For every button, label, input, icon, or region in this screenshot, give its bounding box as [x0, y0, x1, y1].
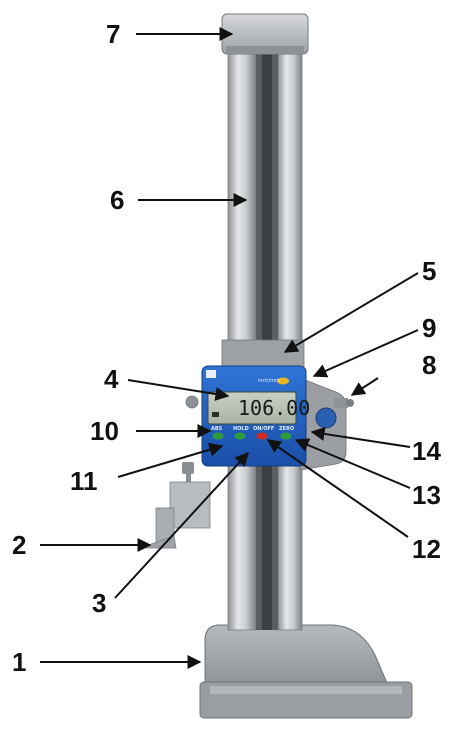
callout-6: 6 — [110, 185, 125, 215]
leader-9 — [312, 329, 419, 378]
zero-label: ZERO — [279, 426, 295, 432]
hold-button — [234, 432, 246, 440]
lcd-indicator-icon — [212, 412, 219, 417]
leader-8 — [350, 377, 379, 396]
leader-11 — [117, 442, 224, 478]
callout-11: 11 — [70, 466, 98, 496]
callout-13: 13 — [412, 480, 441, 510]
callout-8: 8 — [422, 350, 437, 380]
callout-1: 1 — [12, 647, 27, 677]
fine-adjust-knob — [334, 398, 354, 408]
left-lock-screw — [185, 395, 199, 409]
callout-9: 9 — [422, 313, 437, 343]
zero-button — [280, 432, 292, 440]
leader-lines — [40, 27, 419, 669]
leader-14 — [310, 426, 411, 448]
leader-13 — [294, 438, 411, 489]
leader-12 — [266, 439, 409, 538]
unit-label: inch/mm — [258, 378, 280, 384]
on-off-label: ON/OFF — [253, 426, 275, 432]
callout-12: 12 — [412, 534, 441, 564]
callout-14: 14 — [412, 436, 441, 466]
side-plate — [299, 377, 347, 471]
callout-4: 4 — [104, 364, 119, 394]
unit-button — [277, 377, 289, 385]
on-off-button — [256, 432, 268, 440]
base — [199, 624, 413, 719]
leader-3 — [114, 451, 249, 599]
lcd-display — [207, 391, 297, 425]
callout-7: 7 — [106, 19, 121, 49]
brand-logo — [206, 370, 216, 378]
abs-label: ABS — [211, 426, 223, 432]
callout-2: 2 — [12, 530, 27, 560]
top-bridge — [221, 13, 309, 55]
lcd-reading: 106.00 — [238, 396, 311, 420]
abs-button — [212, 432, 224, 440]
leader-5 — [283, 272, 419, 353]
callout-3: 3 — [92, 588, 107, 618]
leader-4 — [127, 379, 230, 401]
callout-5: 5 — [422, 256, 437, 286]
callout-10: 10 — [90, 416, 119, 446]
hold-label: HOLD — [233, 426, 249, 432]
